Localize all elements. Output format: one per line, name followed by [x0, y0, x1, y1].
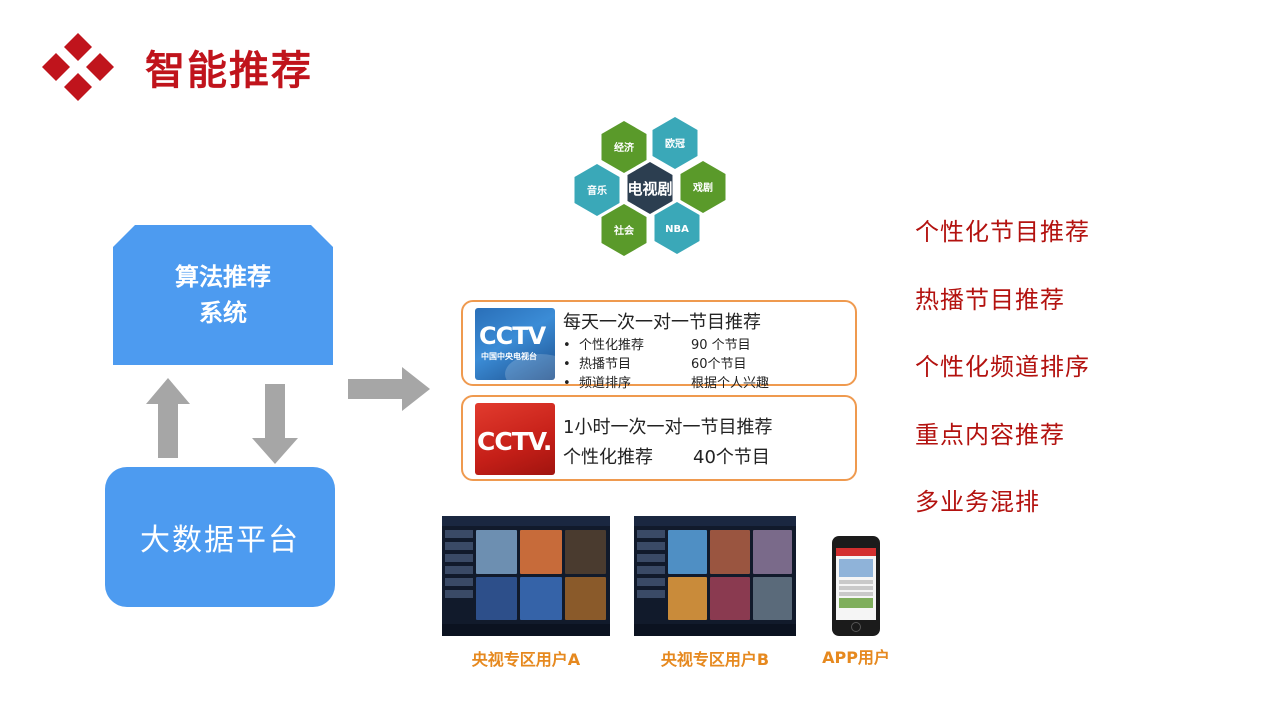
diamond-logo-icon	[42, 33, 114, 101]
hex-label-drama: 戏剧	[692, 181, 713, 194]
feature-item: 个性化频道排序	[915, 353, 1090, 381]
cctv-logo-blue: CCTV 中国中央电视台	[475, 308, 555, 380]
hex-nba: NBA	[654, 202, 700, 254]
device-label-user-a: 央视专区用户A	[471, 650, 581, 669]
tv-screenshot-user-b	[634, 516, 796, 636]
hex-music: 音乐	[574, 164, 620, 216]
card-title: 每天一次一对一节目推荐	[563, 312, 761, 333]
arrow-down-icon	[252, 384, 298, 464]
list-item: •频道排序根据个人兴趣	[563, 376, 770, 391]
algo-box-line2: 系统	[199, 299, 247, 327]
card-title: 1小时一次一对一节目推荐	[563, 417, 773, 438]
feature-item: 重点内容推荐	[915, 420, 1065, 449]
feature-list: 个性化节目推荐 热播节目推荐 个性化频道排序 重点内容推荐 多业务混排	[915, 215, 1090, 553]
algo-recommend-system-box: 算法推荐 系统	[113, 225, 333, 365]
cctv-logo-text: CCTV	[479, 322, 546, 350]
cctv-logo-red: CCTV.	[475, 403, 555, 475]
device-label-user-b: 央视专区用户B	[660, 650, 770, 669]
hex-label-economy: 经济	[614, 141, 635, 154]
hex-economy: 经济	[601, 121, 647, 173]
cctv-logo-subtext: 中国中央电视台	[481, 352, 537, 361]
page-title: 智能推荐	[145, 48, 313, 94]
feature-item: 个性化节目推荐	[915, 218, 1090, 246]
device-label-app-user: APP用户	[822, 648, 890, 667]
algo-box-line1: 算法推荐	[175, 263, 271, 291]
arrow-right-icon	[348, 367, 430, 411]
tv-screenshot-user-a	[442, 516, 610, 636]
hex-tv-drama-center: 电视剧	[627, 162, 673, 214]
hex-label-music: 音乐	[587, 184, 607, 197]
bigdata-platform-box: 大数据平台	[105, 467, 335, 607]
hex-label-center: 电视剧	[627, 180, 672, 198]
feature-item: 热播节目推荐	[915, 285, 1065, 314]
hex-champions-league: 欧冠	[652, 117, 698, 169]
arrow-up-icon	[146, 378, 190, 458]
hex-label-nba: NBA	[665, 224, 689, 235]
cctv-logo-text: CCTV.	[477, 427, 552, 456]
hex-drama: 戏剧	[680, 161, 726, 213]
hex-society: 社会	[601, 204, 647, 256]
category-hex-cluster: 经济 欧冠 音乐 戏剧 社会 NBA 电视剧	[555, 110, 745, 260]
feature-item: 多业务混排	[915, 488, 1040, 516]
phone-screenshot-app-user	[832, 536, 880, 636]
hex-label-society: 社会	[613, 224, 634, 237]
hex-label-champions-league: 欧冠	[665, 137, 685, 150]
